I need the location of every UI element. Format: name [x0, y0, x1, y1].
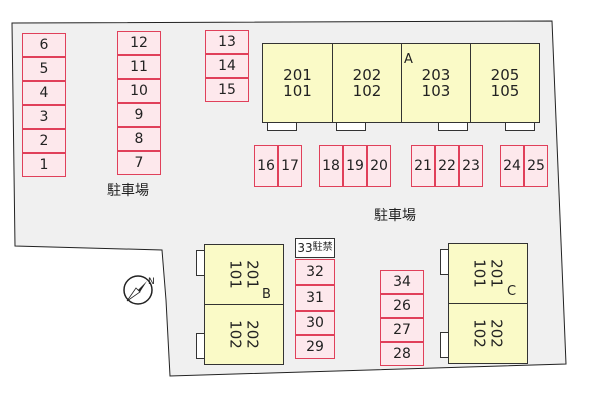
- unit-number-lower: 101: [227, 260, 245, 289]
- building-unit-text: 202 102: [214, 295, 275, 375]
- unit-number-lower: 101: [471, 259, 489, 288]
- parking-slot: 19: [343, 145, 367, 187]
- parking-slot: 24: [500, 145, 524, 187]
- building-unit: 203 103: [401, 43, 471, 123]
- unit-number-upper: 202: [243, 320, 262, 349]
- unit-number-lower: 103: [421, 82, 451, 100]
- building-label-a: A: [404, 52, 413, 67]
- parking-slot: 28: [380, 342, 424, 366]
- building-label-b: B: [262, 287, 271, 302]
- parking-slot: 32: [295, 259, 335, 285]
- building-unit-text: 202 102: [458, 294, 519, 374]
- no-parking-note: 駐禁: [312, 242, 333, 253]
- parking-slot: 31: [295, 285, 335, 311]
- parking-slot: 11: [117, 55, 161, 79]
- parking-slot: 29: [295, 335, 335, 359]
- unit-number-upper: 201: [283, 65, 312, 84]
- building-unit: [448, 303, 528, 364]
- entrance-step: [505, 122, 535, 131]
- north-arrow-icon: N: [123, 275, 155, 305]
- parking-slot: 25: [524, 145, 548, 187]
- parking-slot: 13: [205, 30, 249, 54]
- unit-number-upper: 201: [243, 260, 262, 289]
- building-unit: [204, 244, 284, 305]
- parking-slot: 34: [380, 270, 424, 294]
- parking-slot: 17: [278, 145, 302, 187]
- parking-slot: 30: [295, 311, 335, 335]
- parking-slot: 9: [117, 103, 161, 127]
- unit-number-lower: 102: [227, 320, 245, 349]
- parking-label-left: 駐車場: [107, 183, 149, 199]
- parking-slot: 2: [22, 129, 66, 153]
- parking-slot: 15: [205, 78, 249, 102]
- entrance-step: [196, 250, 205, 276]
- parking-slot: 14: [205, 54, 249, 78]
- parking-slot: 16: [254, 145, 278, 187]
- parking-slot: 23: [459, 145, 483, 187]
- unit-number-upper: 203: [421, 65, 451, 84]
- building-unit: [204, 304, 284, 365]
- parking-slot: 8: [117, 127, 161, 151]
- parking-slot: 1: [22, 153, 66, 177]
- unit-number-lower: 102: [352, 82, 382, 100]
- parking-label-center: 駐車場: [374, 208, 416, 224]
- parking-slot: 12: [117, 31, 161, 55]
- unit-number-upper: 205: [490, 65, 520, 84]
- parking-slot: 10: [117, 79, 161, 103]
- entrance-step: [196, 333, 205, 359]
- unit-number-upper: 201: [487, 259, 506, 288]
- entrance-step: [336, 122, 366, 131]
- unit-number-lower: 102: [471, 319, 489, 348]
- parking-slot: 20: [367, 145, 391, 187]
- unit-number-lower: 101: [283, 82, 312, 100]
- parking-slot: 26: [380, 294, 424, 318]
- north-letter: N: [148, 277, 155, 287]
- parking-slot: 7: [117, 151, 161, 175]
- parking-slot: 21: [411, 145, 435, 187]
- unit-number-upper: 202: [487, 319, 506, 348]
- unit-number-upper: 202: [352, 65, 382, 84]
- entrance-step: [440, 249, 449, 275]
- parking-slot: 5: [22, 57, 66, 81]
- entrance-step: [438, 122, 468, 131]
- parking-slot: 18: [319, 145, 343, 187]
- building-unit: 202 102: [332, 43, 402, 123]
- unit-number-lower: 105: [490, 82, 520, 100]
- slot-number: 33: [297, 241, 313, 255]
- parking-slot: 22: [435, 145, 459, 187]
- parking-slot: 4: [22, 81, 66, 105]
- entrance-step: [440, 332, 449, 358]
- parking-slot: 27: [380, 318, 424, 342]
- building-unit: 201 101: [262, 43, 333, 123]
- parking-slot: 3: [22, 105, 66, 129]
- building-unit: 205 105: [470, 43, 540, 123]
- building-label-c: C: [507, 284, 517, 299]
- parking-slot: 6: [22, 33, 66, 57]
- entrance-step: [267, 122, 297, 131]
